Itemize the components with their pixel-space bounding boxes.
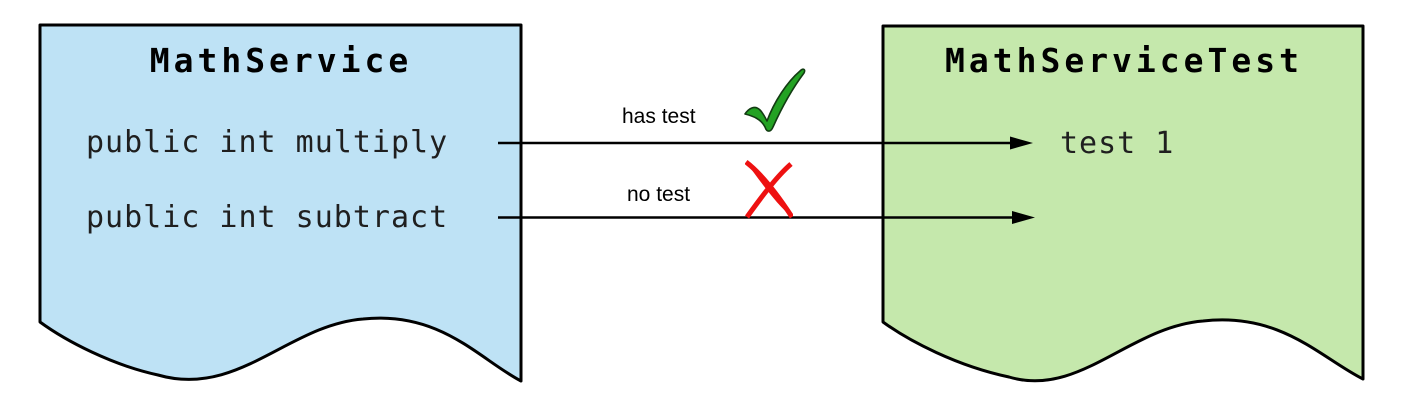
arrow-no-test [498,211,1035,224]
source-document-outline [38,23,523,383]
arrowhead-icon [1010,136,1033,150]
source-document-shape [38,23,523,383]
target-document-outline [881,24,1365,383]
source-card-title: MathService [149,41,413,80]
arrow-label-has-test: has test [622,105,696,128]
arrowhead-icon [1012,211,1035,224]
target-card-title: MathServiceTest [944,41,1303,80]
target-document-shape [881,24,1365,383]
x-mark-icon [745,160,793,219]
target-test-1: test 1 [1060,126,1175,161]
source-method-subtract: public int subtract [86,200,449,235]
arrow-has-test [498,136,1033,150]
arrow-label-no-test: no test [627,183,691,206]
checkmark-icon [744,68,806,132]
source-method-multiply: public int multiply [86,125,449,160]
